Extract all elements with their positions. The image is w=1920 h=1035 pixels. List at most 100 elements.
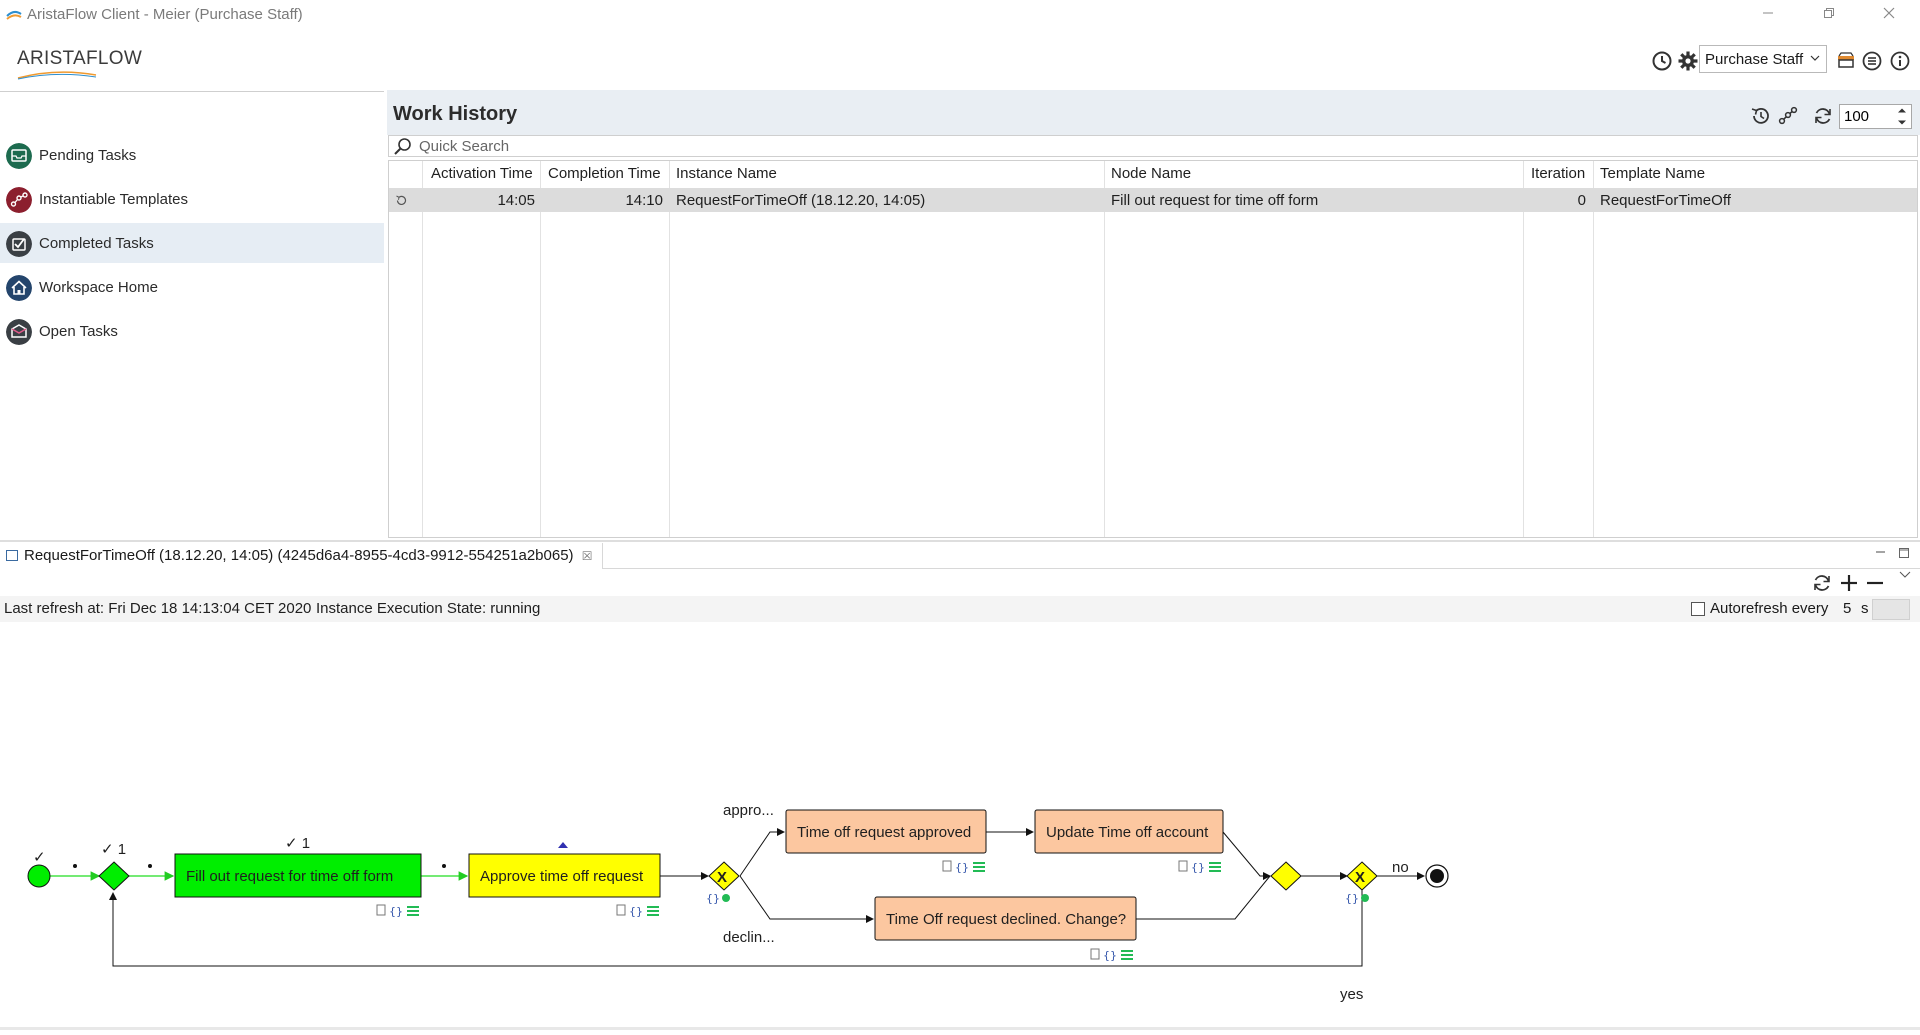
approved-branch-label: appro... — [723, 802, 774, 819]
process-edges — [50, 828, 1425, 967]
sidebar-item-label: Instantiable Templates — [39, 191, 188, 208]
svg-text:{}: {} — [706, 892, 720, 905]
node-request-declined-label: Time Off request declined. Change? — [886, 911, 1126, 928]
process-graph: ✓ ✓ 1 Fill out request for time off form… — [0, 622, 1920, 1030]
chevron-down-icon[interactable] — [1894, 117, 1910, 128]
svg-text:{}: {} — [1345, 892, 1359, 905]
column-divider — [669, 161, 670, 537]
cell-template-name: RequestForTimeOff — [1600, 192, 1731, 209]
gateway-param-icon: {} — [1345, 892, 1369, 905]
restore-icon — [1824, 8, 1834, 18]
menu-icon[interactable] — [1861, 50, 1883, 72]
sidebar-item-workspace-home[interactable]: Workspace Home — [0, 267, 384, 307]
join-gateway[interactable] — [1270, 861, 1302, 891]
edge-xor-approved — [739, 828, 785, 877]
column-header-node-name[interactable]: Node Name — [1111, 165, 1192, 182]
loop-xor-icon: X — [1355, 869, 1365, 886]
column-divider — [1593, 161, 1594, 537]
split-gateway[interactable] — [98, 861, 130, 891]
edge-marker — [148, 864, 152, 868]
node-update-account[interactable] — [1034, 809, 1224, 854]
close-button[interactable] — [1866, 2, 1912, 28]
instance-status-bar: Last refresh at: Fri Dec 18 14:13:04 CET… — [0, 596, 1920, 622]
minimize-view-icon[interactable] — [1874, 546, 1888, 560]
work-history-table: Activation Time Completion Time Instance… — [388, 160, 1918, 538]
data-element-icon: {} — [376, 904, 419, 918]
column-header-template-name[interactable]: Template Name — [1600, 165, 1706, 182]
start-check-label: ✓ — [33, 849, 46, 866]
minimize-button[interactable] — [1745, 2, 1791, 28]
autorefresh-unit: s — [1861, 600, 1869, 617]
maximize-view-icon[interactable] — [1897, 546, 1911, 560]
autorefresh-value[interactable]: 5 — [1843, 600, 1852, 617]
sidebar-item-pending-tasks[interactable]: Pending Tasks — [0, 135, 384, 175]
process-graph-icon[interactable] — [1777, 105, 1799, 127]
close-tab-icon[interactable]: ☒ — [581, 549, 593, 563]
process-graph-canvas: ✓ ✓ 1 Fill out request for time off form… — [27, 802, 1449, 1003]
execution-state-text: Instance Execution State: running — [316, 600, 541, 617]
loop-xor-gateway[interactable] — [1346, 861, 1378, 891]
sidebar-item-label: Pending Tasks — [39, 147, 137, 164]
close-icon — [1883, 7, 1895, 19]
store-icon[interactable] — [1835, 50, 1857, 72]
autorefresh-apply-button[interactable] — [1872, 599, 1910, 620]
fill-check-label: ✓ 1 — [285, 835, 310, 852]
search-input[interactable] — [419, 138, 1819, 155]
xor-split-gateway[interactable] — [708, 861, 740, 891]
cell-completion-time: 14:10 — [625, 192, 663, 209]
node-fill-out-form[interactable] — [174, 853, 422, 898]
column-header-completion-time[interactable]: Completion Time — [548, 165, 661, 182]
zoom-in-icon[interactable] — [1838, 572, 1860, 594]
panel-divider[interactable] — [0, 540, 1920, 542]
zoom-out-icon[interactable] — [1864, 572, 1886, 594]
column-header-instance-name[interactable]: Instance Name — [676, 165, 777, 182]
declined-branch-label: declin... — [723, 929, 775, 946]
start-node[interactable] — [27, 864, 51, 888]
node-data-icons: {} {} {} {} {} — [376, 860, 1369, 962]
quick-search[interactable] — [388, 135, 1918, 157]
sidebar: Pending Tasks Instantiable Templates Com… — [0, 92, 384, 537]
chevron-up-icon[interactable] — [1894, 105, 1910, 116]
work-history-header — [387, 90, 1920, 135]
result-count-spinner[interactable] — [1839, 104, 1912, 129]
edge-xor-declined — [739, 875, 874, 923]
svg-text:{}: {} — [955, 861, 969, 874]
split-check-label: ✓ 1 — [101, 841, 126, 858]
tab-instance[interactable]: RequestForTimeOff (18.12.20, 14:05) (424… — [0, 543, 603, 569]
aristaflow-logo: ARISTAFLOW — [17, 48, 143, 69]
sidebar-item-open-tasks[interactable]: Open Tasks — [0, 311, 384, 351]
svg-text:{}: {} — [1191, 861, 1205, 874]
gear-icon[interactable] — [1677, 50, 1699, 72]
yes-branch-label: yes — [1340, 986, 1363, 1003]
info-icon[interactable] — [1889, 50, 1911, 72]
autorefresh-label: Autorefresh every — [1710, 600, 1829, 617]
node-approve-request[interactable] — [468, 853, 661, 898]
header-divider — [0, 91, 384, 92]
tab-instance-label: RequestForTimeOff (18.12.20, 14:05) (424… — [24, 547, 574, 564]
sidebar-item-completed-tasks[interactable]: Completed Tasks — [0, 223, 384, 263]
result-count-input[interactable] — [1844, 108, 1888, 125]
edge-update-join — [1222, 831, 1271, 880]
column-header-iteration[interactable]: Iteration — [1531, 165, 1586, 182]
autorefresh-checkbox[interactable] — [1691, 602, 1705, 616]
node-request-declined[interactable] — [874, 896, 1137, 941]
refresh-icon[interactable] — [1811, 572, 1833, 594]
role-select[interactable]: Purchase Staff — [1699, 45, 1827, 73]
check-icon — [6, 231, 32, 257]
no-branch-label: no — [1392, 859, 1409, 876]
column-header-activation-time[interactable]: Activation Time — [431, 165, 533, 182]
svg-text:{}: {} — [629, 905, 643, 918]
node-request-approved[interactable] — [785, 809, 987, 854]
column-divider — [1104, 161, 1105, 537]
restore-button[interactable] — [1806, 2, 1852, 28]
refresh-icon[interactable] — [1812, 105, 1834, 127]
table-row[interactable] — [389, 188, 1917, 212]
bottom-border — [0, 1027, 1920, 1030]
sidebar-item-label: Workspace Home — [39, 279, 158, 296]
sidebar-item-instantiable-templates[interactable]: Instantiable Templates — [0, 179, 384, 219]
title-bar: AristaFlow Client - Meier (Purchase Staf… — [0, 0, 1920, 30]
clock-icon[interactable] — [1651, 50, 1673, 72]
view-menu-icon[interactable] — [1898, 568, 1912, 582]
history-icon[interactable] — [1750, 105, 1772, 127]
node-fill-out-form-label: Fill out request for time off form — [186, 868, 393, 885]
